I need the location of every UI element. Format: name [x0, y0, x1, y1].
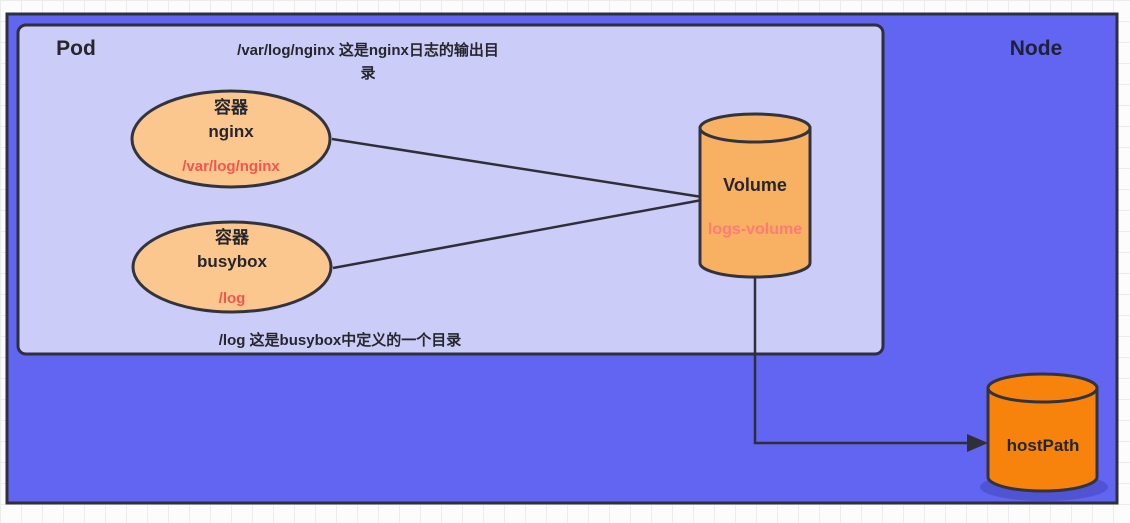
- container-nginx-ellipse: [130, 89, 332, 189]
- nginx-path-annotation-line2: 录: [360, 65, 375, 82]
- container-busybox-ellipse: [131, 220, 333, 314]
- container-nginx-kind: 容器: [214, 97, 249, 117]
- node-label: Node: [1010, 37, 1063, 60]
- container-busybox-mount-path: /log: [219, 290, 246, 307]
- nginx-path-annotation-line1: /var/log/nginx 这是nginx日志的输出目: [237, 41, 499, 59]
- pod-label: Pod: [56, 37, 96, 60]
- hostpath-cylinder-body: [986, 386, 1099, 493]
- connector-nginx-to-volume: [331, 137, 703, 199]
- volume-cylinder-top: [698, 112, 812, 144]
- hostpath-label: hostPath: [1007, 436, 1080, 455]
- container-busybox-kind: 容器: [215, 227, 250, 247]
- container-busybox-name: busybox: [197, 252, 267, 271]
- container-nginx-name: nginx: [208, 122, 254, 141]
- hostpath-cylinder: hostPath: [986, 372, 1099, 493]
- volume-cylinder: Volume logs-volume: [698, 112, 812, 279]
- volume-cylinder-body: [698, 126, 812, 279]
- container-nginx-mount-path: /var/log/nginx: [182, 158, 280, 175]
- connector-busybox-to-volume: [332, 198, 703, 270]
- hostpath-cylinder-top: [986, 372, 1099, 404]
- arrowhead-icon: [967, 434, 988, 452]
- volume-label: Volume: [723, 175, 787, 195]
- connector-volume-to-hostpath: [753, 277, 970, 445]
- volume-name: logs-volume: [708, 221, 802, 238]
- busybox-path-annotation: /log 这是busybox中定义的一个目录: [219, 331, 462, 349]
